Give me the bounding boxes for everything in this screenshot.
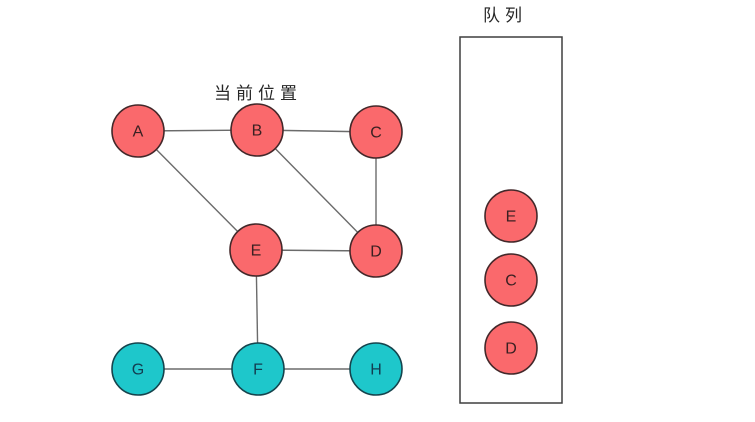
graph-nodes: A B C E D G F H <box>111 103 403 396</box>
current-position-label: 当前位置 <box>214 84 302 103</box>
edge-B-D <box>256 129 377 252</box>
queue-box <box>459 36 563 404</box>
queue-item-D: D <box>484 321 538 375</box>
queue-title-label: 队列 <box>483 6 527 25</box>
queue-items: ECD <box>484 189 538 375</box>
graph-node-circle-B <box>230 103 284 157</box>
queue-item-circle-E <box>484 189 538 243</box>
graph-node-E: E <box>229 223 283 277</box>
queue-item-circle-D <box>484 321 538 375</box>
graph-node-B: B <box>230 103 284 157</box>
graph-node-H: H <box>349 342 403 396</box>
graph-node-circle-F <box>231 342 285 396</box>
graph-node-C: C <box>349 105 403 159</box>
graph-node-circle-H <box>349 342 403 396</box>
queue-item-E: E <box>484 189 538 243</box>
graph-node-circle-G <box>111 342 165 396</box>
queue-item-circle-C <box>484 253 538 307</box>
graph-node-circle-E <box>229 223 283 277</box>
edge-A-E <box>137 130 257 251</box>
graph-node-D: D <box>349 224 403 278</box>
graph-node-circle-A <box>111 104 165 158</box>
queue-item-C: C <box>484 253 538 307</box>
graph-node-circle-D <box>349 224 403 278</box>
graph-node-F: F <box>231 342 285 396</box>
graph-node-A: A <box>111 104 165 158</box>
graph-node-circle-C <box>349 105 403 159</box>
graph-node-G: G <box>111 342 165 396</box>
